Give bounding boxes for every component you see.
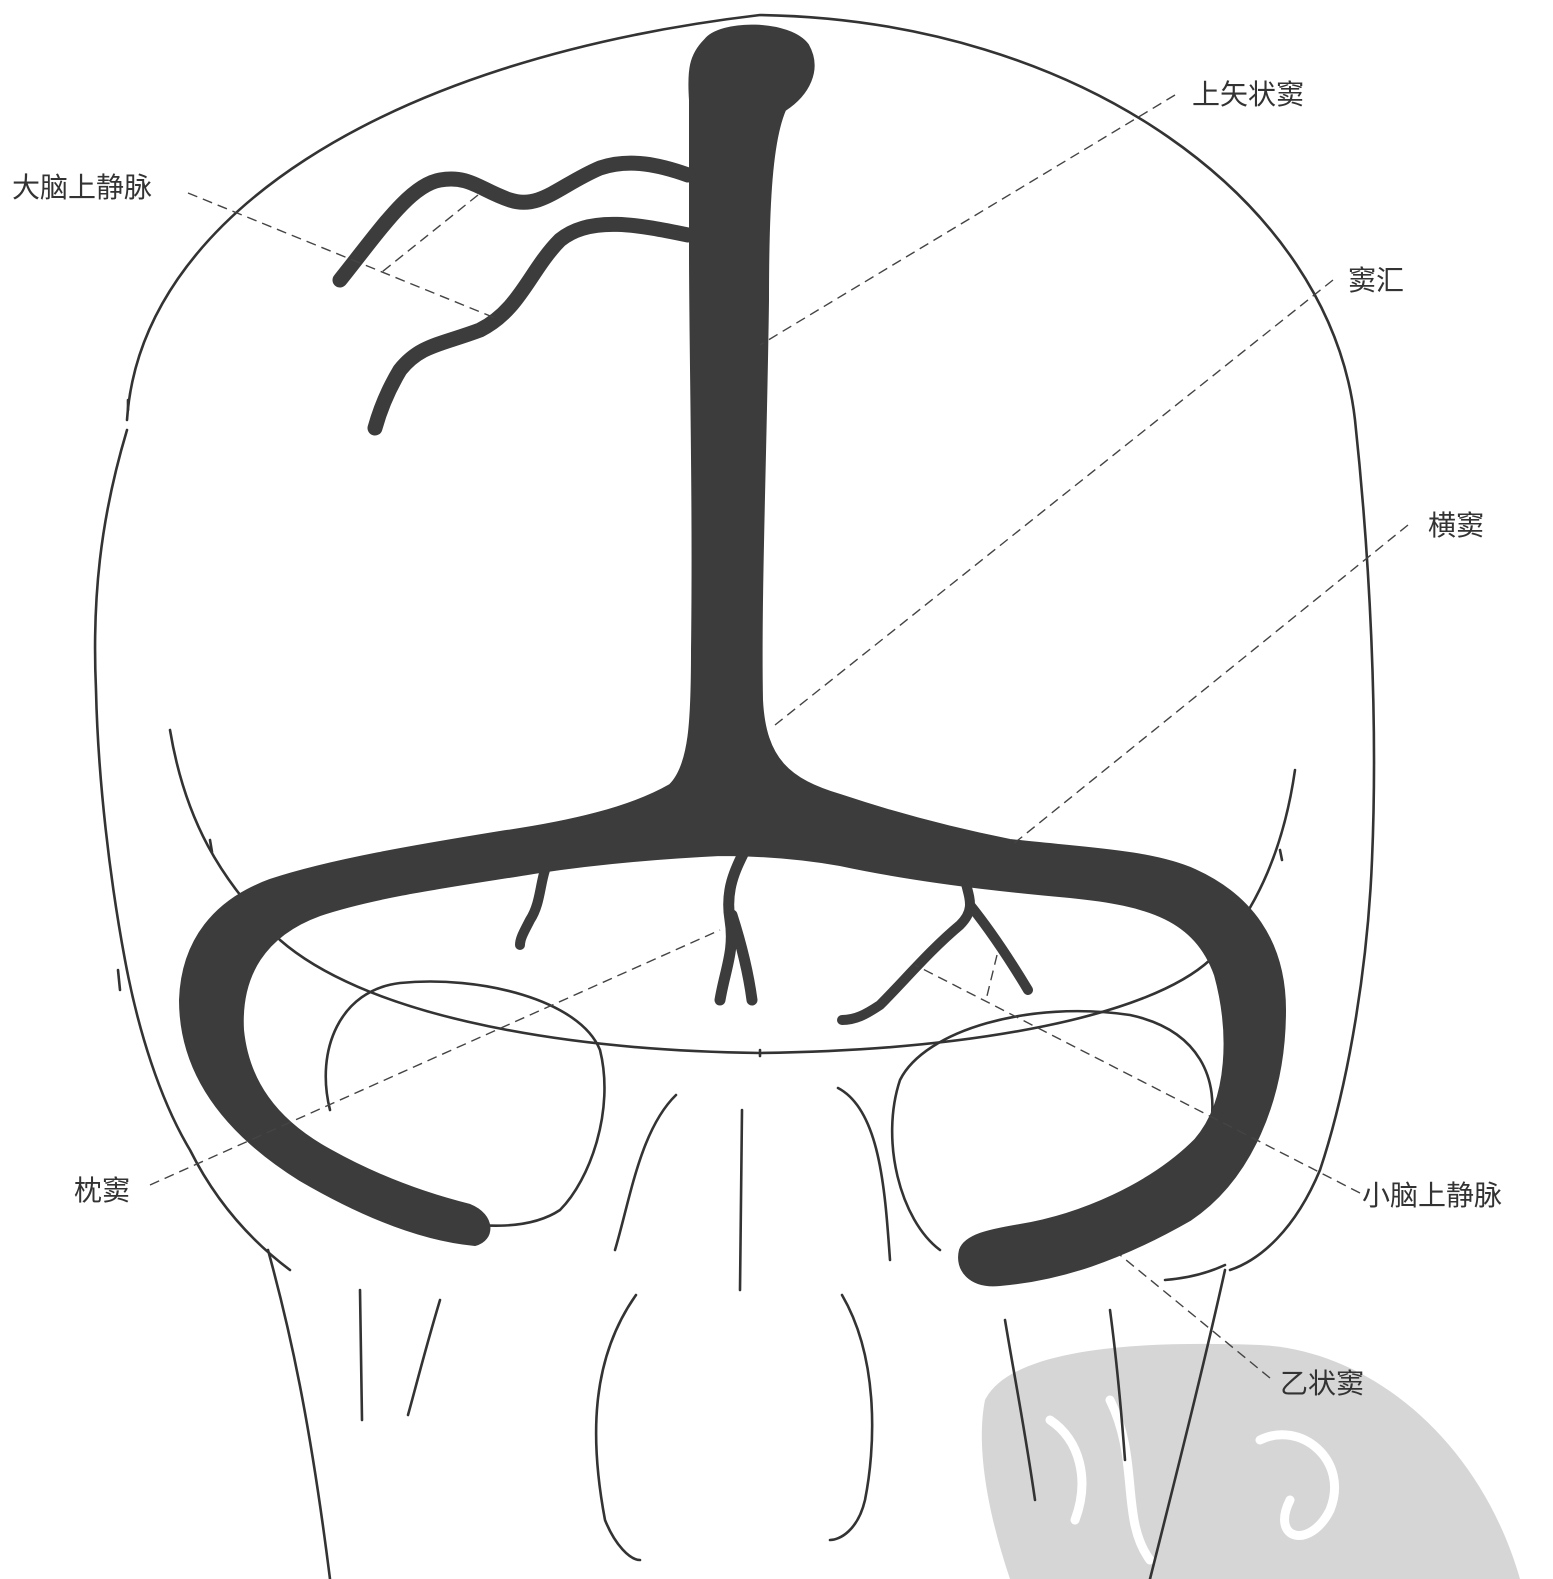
- leader-superior-sagittal-sinus: [760, 95, 1175, 345]
- superior-cerebral-vein-lower: [375, 224, 688, 428]
- label-superior-sagittal-sinus: 上矢状窦: [1192, 78, 1304, 111]
- leader-superior-cerebellar-veins-2: [986, 955, 997, 1000]
- label-superior-cerebral-veins: 大脑上静脉: [12, 171, 152, 204]
- watermark-seal: [982, 1344, 1520, 1579]
- superior-sagittal-sinus-shape: [180, 26, 1285, 1286]
- label-occipital-sinus: 枕窦: [74, 1174, 130, 1207]
- label-transverse-sinus: 横窦: [1428, 509, 1484, 542]
- label-confluence-of-sinuses: 窦汇: [1348, 264, 1404, 297]
- leader-confluence: [775, 280, 1333, 725]
- label-superior-cerebellar-veins: 小脑上静脉: [1362, 1179, 1502, 1212]
- leader-transverse-sinus: [1012, 525, 1408, 845]
- tributary-left: [520, 870, 545, 945]
- sinus-system: [180, 26, 1285, 1286]
- tributary-center: [720, 850, 752, 1000]
- leader-superior-cerebral-veins: [188, 193, 500, 320]
- label-sigmoid-sinus: 乙状窦: [1280, 1367, 1364, 1400]
- superior-cerebellar-vein-branch: [842, 880, 1028, 1020]
